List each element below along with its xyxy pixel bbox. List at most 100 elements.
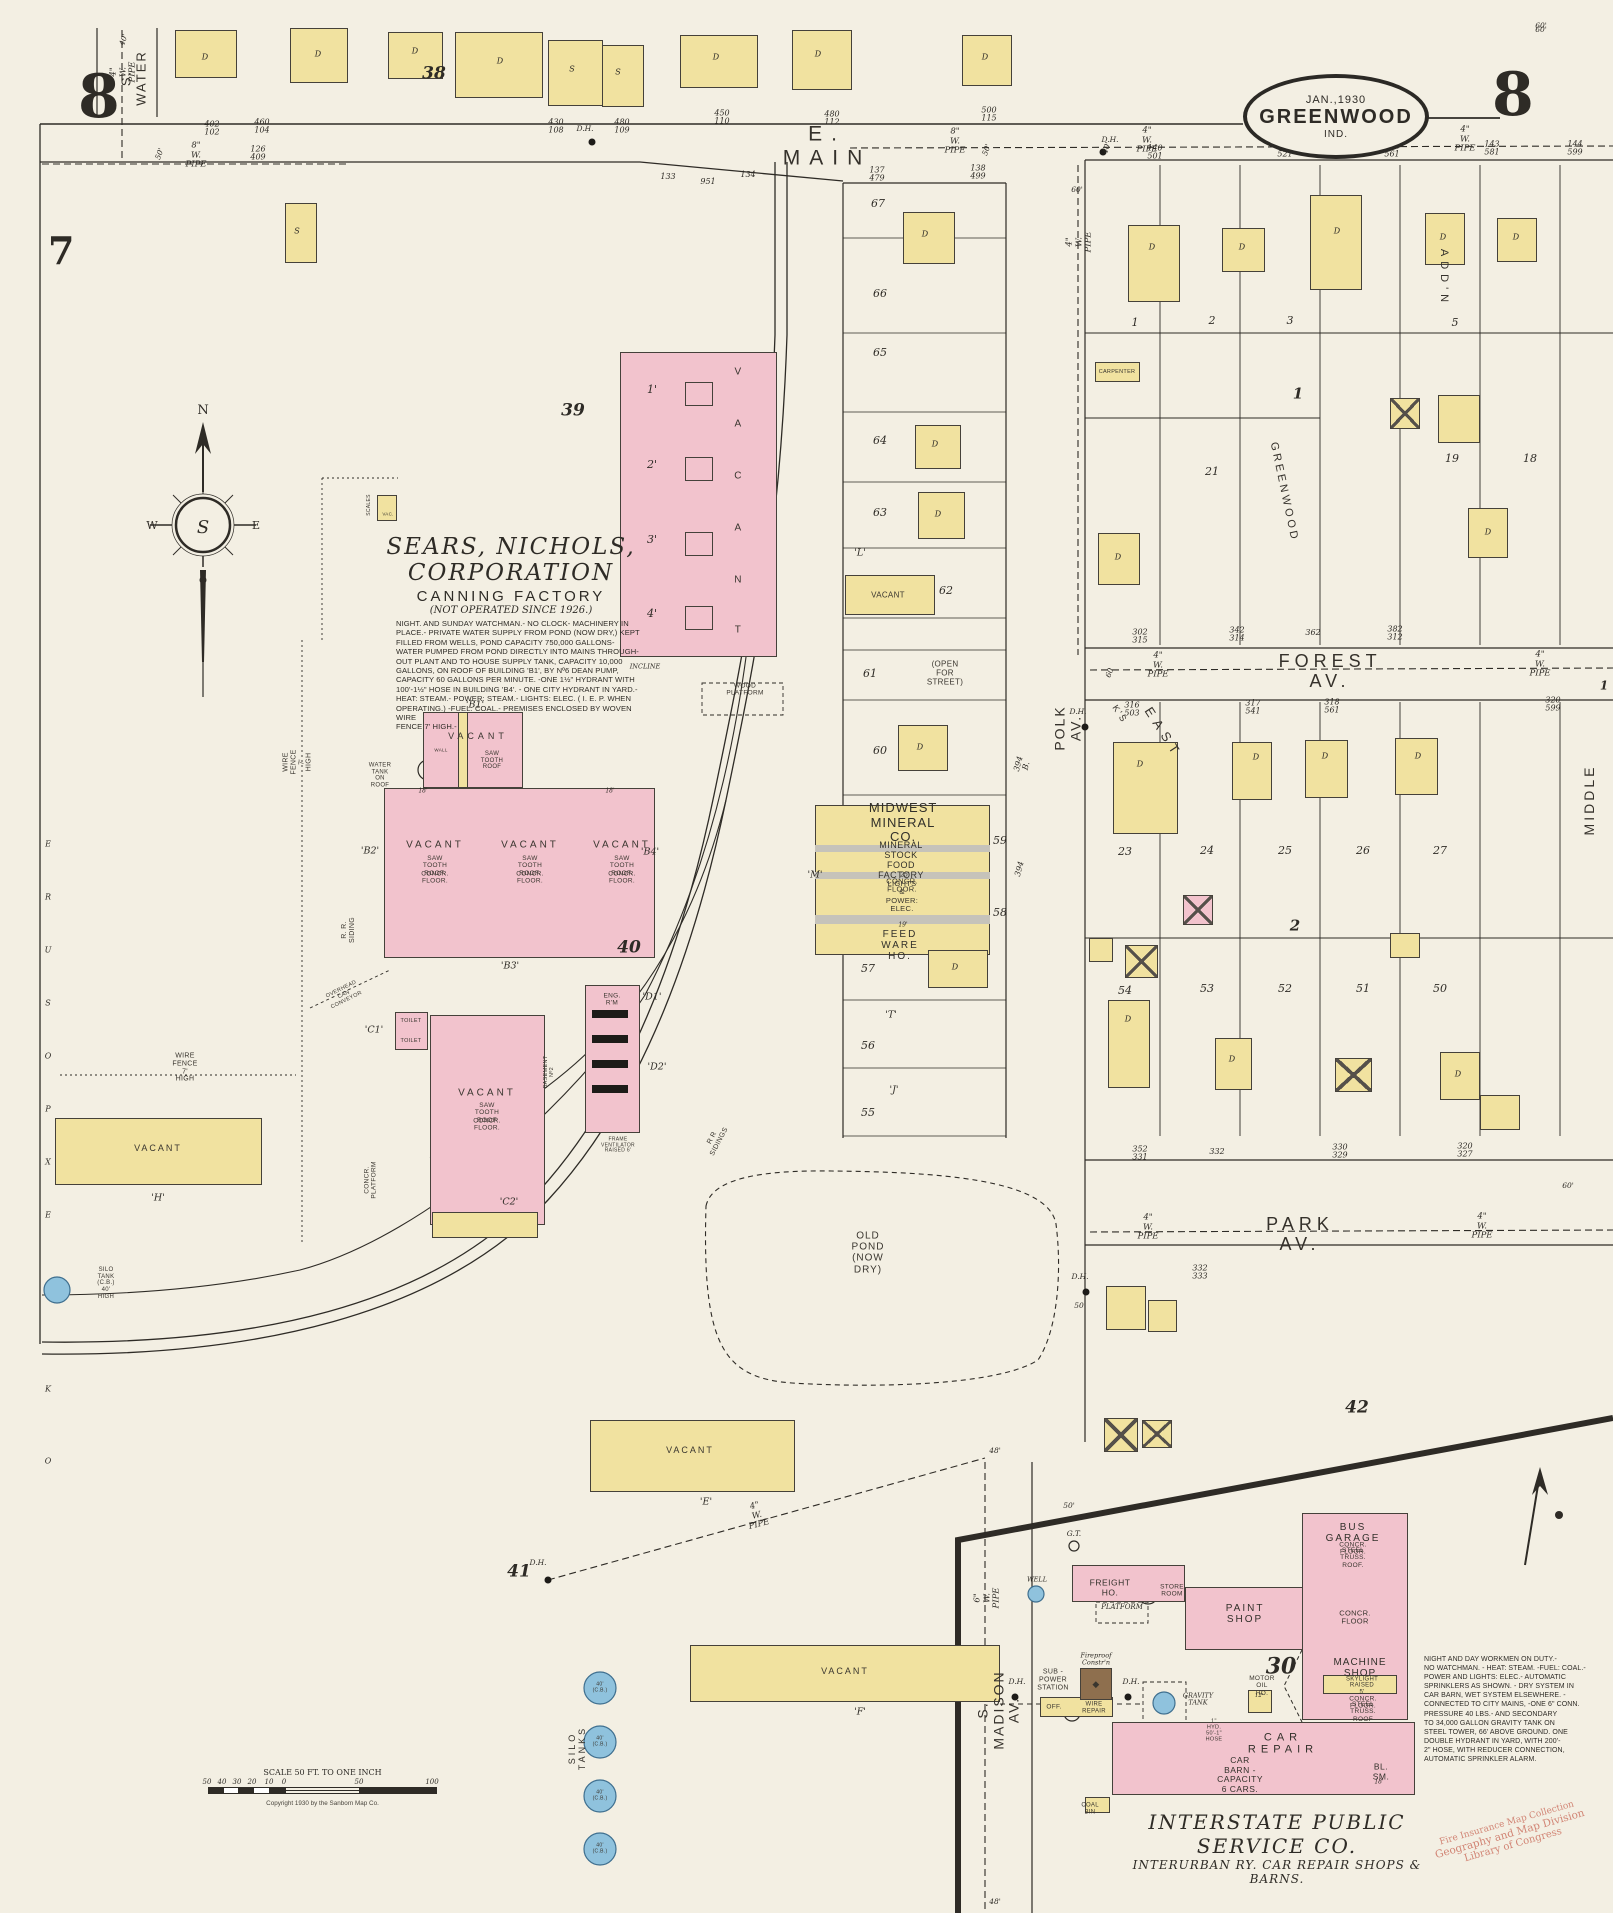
map-label: 134 — [740, 169, 756, 179]
street-e-main: E. MAIN — [782, 122, 872, 169]
map-label: D.H. — [1101, 134, 1119, 144]
hydrant-dot — [588, 138, 596, 146]
map-label: MOTOR OIL HO. — [1249, 1675, 1275, 1697]
map-label: PLATFORM — [1101, 1603, 1143, 1612]
map-label: 'B4' — [640, 846, 660, 858]
map-label: A — [734, 522, 742, 534]
map-label: 320 599 — [1545, 695, 1561, 713]
dwelling — [290, 28, 348, 83]
interstate-notes: NIGHT AND DAY WORKMEN ON DUTY.- NO WATCH… — [1424, 1656, 1586, 1764]
carpenter-shop — [1095, 362, 1140, 382]
building-b2-b4 — [384, 788, 655, 958]
dwelling — [1497, 218, 1537, 262]
scale-tick: 40 — [217, 1778, 227, 1786]
map-label: SAW TOOTH ROOF. — [609, 855, 635, 877]
sub-power-station — [1080, 1668, 1112, 1700]
map-label: R. R. SIDING — [341, 917, 356, 943]
map-label: 56 — [861, 1038, 875, 1052]
map-label: D — [931, 439, 939, 449]
map-label: SAW TOOTH ROOF. — [422, 855, 448, 877]
block-number: 41 — [507, 1561, 531, 1582]
dwelling — [1215, 1038, 1252, 1090]
map-label: D — [314, 49, 322, 59]
map-line — [1095, 1601, 1149, 1624]
map-label: CONCR. FLOOR. — [1349, 1695, 1377, 1710]
map-label: D — [1439, 232, 1447, 242]
map-label: WIRE FENCE 7' HIGH — [172, 1052, 198, 1083]
building — [815, 872, 990, 879]
map-label: 58 — [993, 905, 1007, 919]
map-label: D — [1414, 751, 1422, 761]
map-label: D — [411, 46, 419, 56]
midwest-mineral-factory — [815, 805, 990, 955]
corner-width-label: 60' — [1535, 20, 1547, 30]
interstate-title-block: INTERSTATE PUBLIC SERVICE CO. INTERURBAN… — [1112, 1810, 1442, 1886]
hydrant-dot — [544, 1576, 552, 1584]
map-label: 60' — [1535, 24, 1547, 34]
map-label: STEEL TRUSS. ROOF. — [1340, 1547, 1366, 1569]
hydrant-dot — [1081, 723, 1089, 731]
map-label: 342 314 — [1229, 625, 1245, 643]
map-label: 24 — [1200, 843, 1214, 857]
map-label: 'F' — [854, 1706, 866, 1718]
map-label: S — [294, 226, 300, 236]
dwelling — [1106, 1286, 1146, 1330]
map-label: 362 — [1305, 627, 1321, 637]
map-label: 4" W. PIPE — [1529, 649, 1551, 679]
map-label: 382 312 — [1387, 624, 1403, 642]
map-label: D — [1136, 759, 1144, 769]
map-label: V — [734, 366, 742, 378]
map-label: 430 108 — [548, 117, 564, 135]
map-label: STORE ROOM — [1160, 1583, 1184, 1598]
map-line — [309, 969, 391, 1009]
adjacent-sheet-number: 7 — [48, 228, 75, 273]
map-label: D.H. — [1069, 706, 1087, 716]
scales-house — [377, 495, 397, 521]
outbuilding — [1390, 398, 1420, 429]
dwelling — [1425, 213, 1465, 265]
map-label: 318 561 — [1324, 697, 1340, 715]
map-label: D.H. — [1122, 1676, 1140, 1686]
outbuilding — [1335, 1058, 1372, 1092]
dwelling — [388, 32, 443, 79]
map-label: SAW TOOTH ROOF. — [517, 855, 543, 877]
dwelling — [962, 35, 1012, 86]
map-label: 61 — [863, 666, 877, 680]
outbuilding — [1148, 1300, 1177, 1332]
freight-house — [1072, 1565, 1185, 1602]
paint-shop — [1185, 1587, 1303, 1650]
map-label: 67 — [871, 196, 885, 210]
vacant-h — [55, 1118, 262, 1185]
map-label: 52 — [1278, 981, 1292, 995]
dwelling — [918, 492, 965, 539]
old-pond-label: OLD POND (NOW DRY) — [851, 1230, 885, 1276]
sears-status: (NOT OPERATED SINCE 1926.) — [429, 605, 593, 616]
map-label: 18' — [605, 787, 615, 795]
map-label: CONCR. FLOOR. — [608, 870, 636, 885]
map-label: D.H. — [529, 1557, 547, 1567]
map-label: FRAME VENTILATOR RAISED 6' — [601, 1136, 635, 1154]
north-arrow-icon — [1524, 1467, 1563, 1566]
dwelling — [792, 30, 852, 90]
map-label: G.T. — [1066, 1528, 1082, 1538]
map-label: 332 — [1209, 1146, 1225, 1156]
map-label: 1" HYD. 50'-1" HOSE — [1205, 1718, 1223, 1744]
dwelling — [915, 425, 961, 469]
map-label: E — [45, 839, 51, 849]
map-label: WELL — [1026, 1575, 1048, 1584]
map-label: 480 112 — [824, 109, 840, 127]
map-label: 25 — [1278, 843, 1292, 857]
scale-title: SCALE 50 FT. TO ONE INCH — [263, 1768, 382, 1777]
building — [815, 915, 990, 924]
map-label: E — [45, 1210, 51, 1220]
map-label: 332 333 — [1192, 1263, 1208, 1281]
scale-tick: 20 — [247, 1778, 257, 1786]
map-label: Fireproof Constr'n — [1080, 1651, 1112, 1667]
map-label: 18 — [1523, 451, 1537, 465]
map-label: VACANT — [501, 839, 559, 851]
map-label: 302 315 — [1132, 627, 1148, 645]
well — [1027, 1585, 1045, 1603]
machine-shop-label: MACHINE SHOP — [1333, 1656, 1387, 1679]
map-label: 126 409 — [250, 144, 266, 162]
map-label: 12' — [1254, 1692, 1264, 1699]
